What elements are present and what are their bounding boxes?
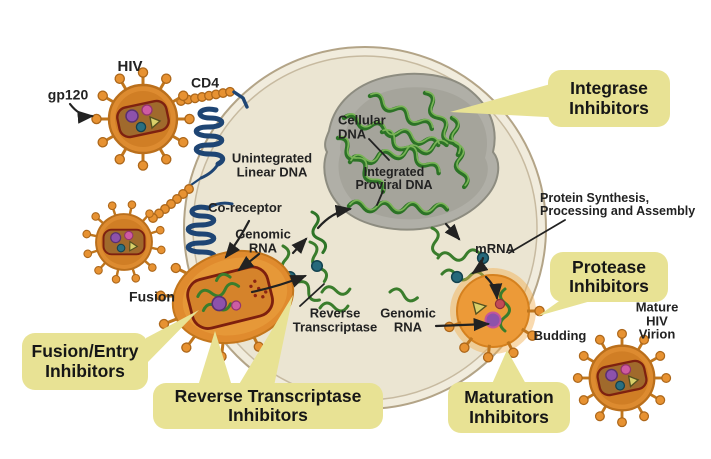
budding-label: Budding — [533, 328, 587, 344]
hiv-label: HIV — [117, 58, 143, 76]
protein-synthesis-label: Protein Synthesis, Processing and Assemb… — [540, 191, 696, 218]
hiv-virion — [92, 68, 194, 170]
cd4-label: CD4 — [190, 74, 220, 91]
maturation-inhibitors-callout: Maturation Inhibitors — [448, 382, 570, 433]
mature-virion — [573, 329, 670, 426]
mrna-label: mRNA — [475, 241, 515, 257]
genomic-rna-assembly-label: Genomic RNA — [380, 305, 436, 334]
attaching-virion — [74, 192, 173, 291]
flow-arrows — [68, 102, 566, 332]
gp120-label: gp120 — [47, 86, 89, 103]
fusion-label: Fusion — [129, 288, 175, 305]
integrated-proviral-dna-label: Integrated Proviral DNA — [355, 165, 433, 192]
fusing-virion — [155, 249, 295, 362]
reverse-transcriptase-inhibitors-callout: Reverse Transcriptase Inhibitors — [153, 383, 383, 429]
integrase-inhibitors-callout: Integrase Inhibitors — [548, 70, 670, 127]
genomic-rna-entry-label: Genomic RNA — [235, 226, 291, 255]
fusion-entry-inhibitors-callout: Fusion/Entry Inhibitors — [22, 333, 148, 390]
protease-inhibitors-callout: Protease Inhibitors — [550, 252, 668, 302]
co-receptor-label: Co-receptor — [208, 200, 282, 216]
nucleus — [323, 72, 500, 231]
unintegrated-dna-coil — [189, 106, 226, 187]
cd4-receptor-chain-2 — [148, 184, 194, 223]
reverse-transcriptase-label: Reverse Transcriptase — [292, 305, 378, 334]
unintegrated-dna-label: Unintegrated Linear DNA — [231, 150, 313, 179]
callout-tails — [146, 80, 598, 386]
cellular-dna-label: Cellular DNA — [338, 112, 386, 141]
mature-virion-label: Mature HIV Virion — [635, 299, 679, 342]
